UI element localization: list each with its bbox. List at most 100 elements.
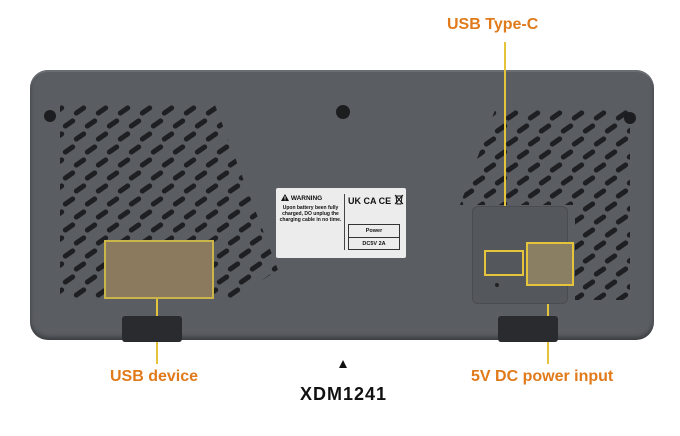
vent-slot	[183, 157, 197, 168]
vent-slot	[560, 96, 574, 108]
vent-slot	[194, 196, 208, 207]
vent-slot	[582, 175, 596, 186]
vent-slot	[626, 123, 630, 134]
vent-slot	[150, 222, 164, 233]
top-screw-hole	[336, 105, 350, 119]
vent-slot	[461, 188, 475, 199]
vent-slot	[249, 157, 263, 168]
vent-slot	[626, 279, 630, 290]
vent-slot	[582, 201, 596, 212]
vent-slot	[648, 200, 662, 212]
vent-slot	[84, 299, 98, 311]
vent-slot	[84, 144, 98, 155]
vent-slot	[527, 110, 541, 121]
vent-slot	[494, 123, 508, 134]
vent-slot	[571, 162, 585, 173]
vent-slot	[582, 253, 596, 264]
vent-slot	[238, 248, 252, 259]
vent-slot	[227, 183, 241, 194]
vent-slot	[472, 175, 486, 186]
vent-slot	[106, 144, 120, 155]
vent-slot	[106, 118, 120, 129]
vent-slot	[95, 157, 109, 168]
vent-slot	[648, 148, 662, 160]
dc-power-label: 5V DC power input	[471, 368, 614, 385]
vent-slot	[604, 201, 618, 212]
vent-slot	[172, 299, 186, 311]
warning-sticker: WARNING Upon battery been fully charged,…	[276, 188, 406, 258]
vent-slot	[194, 222, 208, 233]
vent-slot	[150, 91, 164, 103]
vent-slot	[483, 110, 497, 121]
vent-slot	[62, 299, 76, 311]
vent-slot	[615, 240, 629, 251]
vent-slot	[172, 118, 186, 129]
vent-slot	[582, 279, 596, 290]
vent-slot	[260, 274, 274, 285]
vent-slot	[549, 110, 563, 121]
vent-slot	[593, 214, 607, 225]
vent-slot	[84, 248, 98, 259]
vent-slot	[282, 143, 296, 155]
vent-slot	[626, 304, 640, 316]
vent-slot	[260, 144, 274, 155]
vent-slot	[194, 144, 208, 155]
usb-device-port-highlight	[104, 240, 214, 299]
vent-slot	[461, 110, 475, 121]
vent-slot	[40, 299, 54, 311]
recycle-bin-icon	[394, 194, 404, 205]
vent-slot	[593, 188, 607, 199]
vent-slot	[460, 123, 464, 134]
vent-slot	[205, 131, 219, 142]
vent-slot	[461, 136, 475, 147]
vent-slot	[604, 279, 618, 290]
vent-slot	[626, 149, 630, 160]
vent-slot	[582, 149, 596, 160]
vent-slot	[260, 118, 274, 129]
vent-slot	[582, 227, 596, 238]
vent-slot	[117, 105, 131, 116]
vent-slot	[95, 105, 109, 116]
vent-slot	[615, 110, 629, 121]
vent-slot	[238, 144, 252, 155]
vent-slot	[527, 136, 541, 147]
vent-slot	[238, 170, 252, 181]
vent-slot	[161, 209, 175, 220]
vent-slot	[117, 131, 131, 142]
vent-slot	[516, 96, 530, 108]
usb-type-c-highlight	[484, 250, 524, 276]
vent-slot	[205, 183, 219, 194]
vent-slot	[460, 279, 464, 290]
vent-slot	[604, 253, 618, 264]
up-triangle-icon	[339, 360, 347, 368]
vent-slot	[260, 248, 274, 259]
vent-slot	[40, 143, 54, 155]
vent-slot	[139, 209, 153, 220]
vent-slot	[260, 299, 274, 311]
vent-slot	[238, 274, 252, 285]
vent-slot	[40, 169, 54, 181]
vent-slot	[139, 105, 153, 116]
vent-slot	[494, 96, 508, 108]
vent-slot	[73, 209, 87, 220]
vent-slot	[95, 131, 109, 142]
indicator-hole	[495, 283, 499, 287]
vent-slot	[150, 196, 164, 207]
usb-device-label: USB device	[110, 368, 199, 385]
vent-slot	[117, 209, 131, 220]
vent-slot	[40, 221, 54, 233]
vent-slot	[249, 105, 263, 116]
vent-slot	[106, 299, 120, 311]
vent-slot	[194, 299, 208, 311]
vent-slot	[238, 299, 252, 311]
vent-slot	[183, 209, 197, 220]
vent-slot	[216, 248, 230, 259]
vent-slot	[560, 175, 574, 186]
vent-slot	[172, 170, 186, 181]
vent-slot	[472, 149, 486, 160]
vent-slot	[40, 273, 54, 285]
vent-slot	[516, 304, 530, 316]
vent-slot	[84, 170, 98, 181]
vent-slot	[238, 196, 252, 207]
vent-slot	[648, 174, 662, 186]
